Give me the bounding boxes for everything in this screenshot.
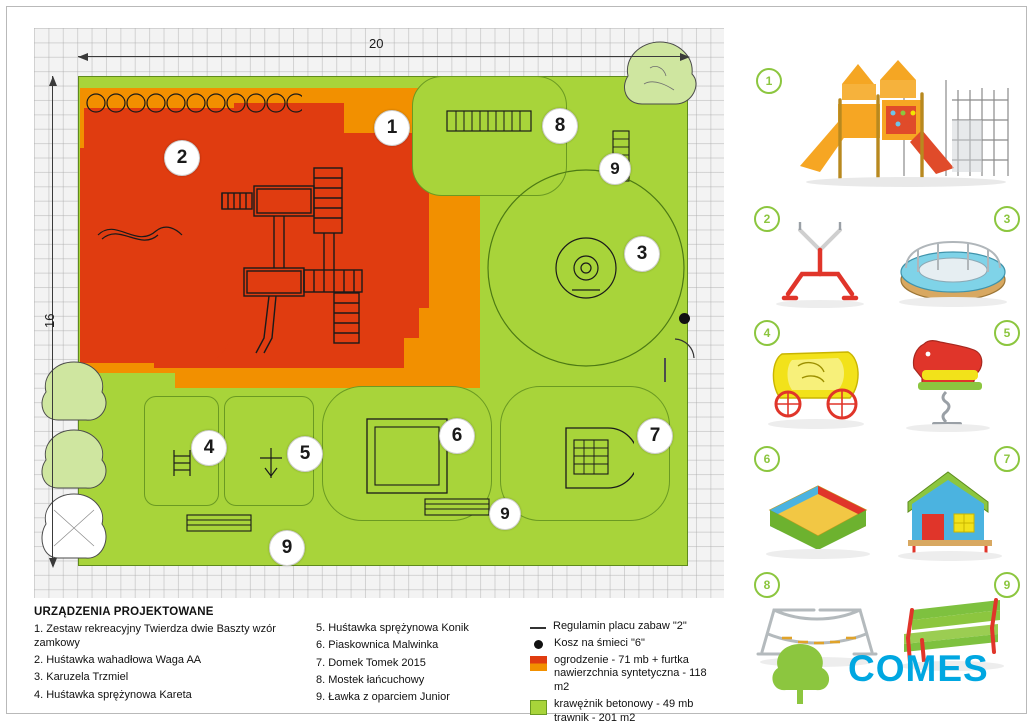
page-frame — [6, 6, 1027, 714]
bench-9-symbol — [186, 514, 252, 532]
catalog-item-4[interactable]: 4 — [740, 320, 880, 440]
legend-list-mid: 5. Huśtawka sprężynowa Konik 6. Piaskown… — [316, 622, 516, 705]
synthetic-surface-red — [204, 318, 404, 368]
hustawka-sprezynowa-konik-icon — [906, 340, 990, 432]
lawka-z-oparciem-junior-icon — [900, 598, 1004, 671]
equipment-catalog: 1 — [740, 52, 1022, 671]
plan-marker-9[interactable]: 9 — [489, 498, 521, 530]
brand-name: COMES — [848, 648, 989, 689]
hustawka-sprezynowa-kareta-icon — [768, 351, 864, 429]
legend-key-text: krawężnik betonowy - 49 mb trawnik - 201… — [554, 697, 694, 724]
catalog-badge-5: 5 — [994, 320, 1020, 346]
tree-icon — [624, 41, 697, 105]
legend-key-text: ogrodzenie - 71 mb + furtka nawierzchnia… — [554, 653, 707, 694]
playhouse-7-symbol — [565, 427, 634, 489]
legend-list-left: 1. Zestaw rekreacyjny Twierdza dwie Basz… — [34, 623, 306, 702]
legend-item: 3. Karuzela Trzmiel — [34, 671, 129, 684]
tree-icon — [41, 361, 107, 421]
plan-marker-3[interactable]: 3 — [624, 236, 660, 272]
dash-swatch-icon — [530, 627, 546, 629]
legend-item: 7. Domek Tomek 2015 — [316, 656, 426, 669]
zone-8 — [412, 76, 567, 196]
legend-key-text: Kosz na śmieci "6" — [554, 636, 645, 649]
catalog-badge-6: 6 — [754, 446, 780, 472]
catalog-badge-4: 4 — [754, 320, 780, 346]
zone-7 — [500, 386, 670, 521]
site-plan: 20 16 1 2 3 4 5 6 7 8 9 9 9 — [34, 28, 724, 598]
plan-marker-9[interactable]: 9 — [599, 153, 631, 185]
plan-marker-9[interactable]: 9 — [269, 530, 305, 566]
legend-key-synthetic: ogrodzenie - 71 mb + furtka nawierzchnia… — [530, 654, 724, 695]
catalog-badge-1: 1 — [756, 68, 782, 94]
orange-swatch-icon — [530, 655, 547, 671]
carousel-3-zone — [487, 169, 685, 367]
catalog-item-6[interactable]: 6 — [740, 446, 880, 566]
legend-item: 5. Huśtawka sprężynowa Konik — [316, 622, 469, 634]
green-swatch-icon — [530, 699, 547, 715]
legend-item: 1. Zestaw rekreacyjny Twierdza dwie Basz… — [34, 623, 276, 649]
legend-key-text: Regulamin placu zabaw "2" — [553, 620, 687, 632]
legend-key-lawn: krawężnik betonowy - 49 mb trawnik - 201… — [530, 698, 724, 726]
catalog-badge-9: 9 — [994, 572, 1020, 598]
dot-swatch-icon — [534, 639, 543, 649]
hustawka-wahadlowa-waga-icon — [776, 222, 864, 308]
legend-title: URZĄDZENIA PROJEKTOWANE — [34, 606, 214, 618]
gate-symbol — [674, 338, 695, 359]
catalog-item-7[interactable]: 7 — [882, 446, 1022, 566]
synthetic-surface-red — [344, 158, 429, 308]
catalog-badge-7: 7 — [994, 446, 1020, 472]
legend-item: 6. Piaskownica Malwinka — [316, 639, 439, 652]
synthetic-surface-red — [80, 148, 230, 363]
bench-9-symbol — [424, 498, 490, 516]
legend-item: 4. Huśtawka sprężynowa Kareta — [34, 688, 192, 701]
plan-marker-7[interactable]: 7 — [637, 418, 673, 454]
spring-rider-5-symbol — [260, 448, 282, 478]
fence-circles — [86, 93, 302, 113]
legend-item: 9. Ławka z oparciem Junior — [316, 691, 450, 703]
legend-key-trash: Kosz na śmieci "6" — [530, 637, 724, 651]
swing-2-symbol — [97, 226, 183, 241]
dimension-line-left — [52, 76, 53, 566]
catalog-item-2[interactable]: 2 — [740, 202, 880, 312]
brand-tree-icon — [764, 640, 836, 713]
piaskownica-malwinka-icon — [766, 485, 870, 559]
legend-key-regulations: Regulamin placu zabaw "2" — [530, 620, 724, 634]
plan-marker-6[interactable]: 6 — [439, 418, 475, 454]
spring-rider-4-symbol — [173, 450, 191, 476]
dimension-label-top: 20 — [369, 36, 384, 51]
plan-marker-5[interactable]: 5 — [287, 436, 323, 472]
legend-item: 2. Huśtawka wahadłowa Waga AA — [34, 654, 202, 666]
legend: URZĄDZENIA PROJEKTOWANE 1. Zestaw rekrea… — [34, 606, 724, 724]
legend-item: 8. Mostek łańcuchowy — [316, 673, 425, 686]
dimension-label-left: 16 — [42, 313, 57, 328]
tree-icon — [41, 493, 107, 559]
catalog-badge-2: 2 — [754, 206, 780, 232]
sandbox-6-symbol — [366, 418, 448, 494]
play-structure-1 — [221, 167, 363, 354]
dimension-arrows-top — [78, 53, 690, 61]
tree-icon — [41, 429, 107, 489]
catalog-item-9[interactable]: 9 — [882, 572, 1022, 682]
catalog-badge-3: 3 — [994, 206, 1020, 232]
chain-bridge-8-symbol — [446, 110, 532, 132]
zestaw-rekreacyjny-twierdza-icon — [800, 60, 1009, 187]
karuzela-trzmiel-icon — [899, 240, 1007, 307]
plan-marker-8[interactable]: 8 — [542, 108, 578, 144]
dimension-line-top — [78, 56, 688, 57]
catalog-badge-8: 8 — [754, 572, 780, 598]
plan-marker-2[interactable]: 2 — [164, 140, 200, 176]
dimension-arrows-left — [49, 76, 57, 568]
trash-bin-marker — [679, 313, 690, 324]
regulations-sign-marker — [664, 358, 666, 382]
domek-tomek-icon — [898, 471, 1002, 561]
plan-marker-4[interactable]: 4 — [191, 430, 227, 466]
catalog-item-5[interactable]: 5 — [882, 320, 1022, 440]
catalog-item-1[interactable]: 1 — [740, 52, 1020, 197]
catalog-item-3[interactable]: 3 — [882, 202, 1022, 312]
plan-marker-1[interactable]: 1 — [374, 110, 410, 146]
brand-logo: COMES — [848, 648, 989, 690]
